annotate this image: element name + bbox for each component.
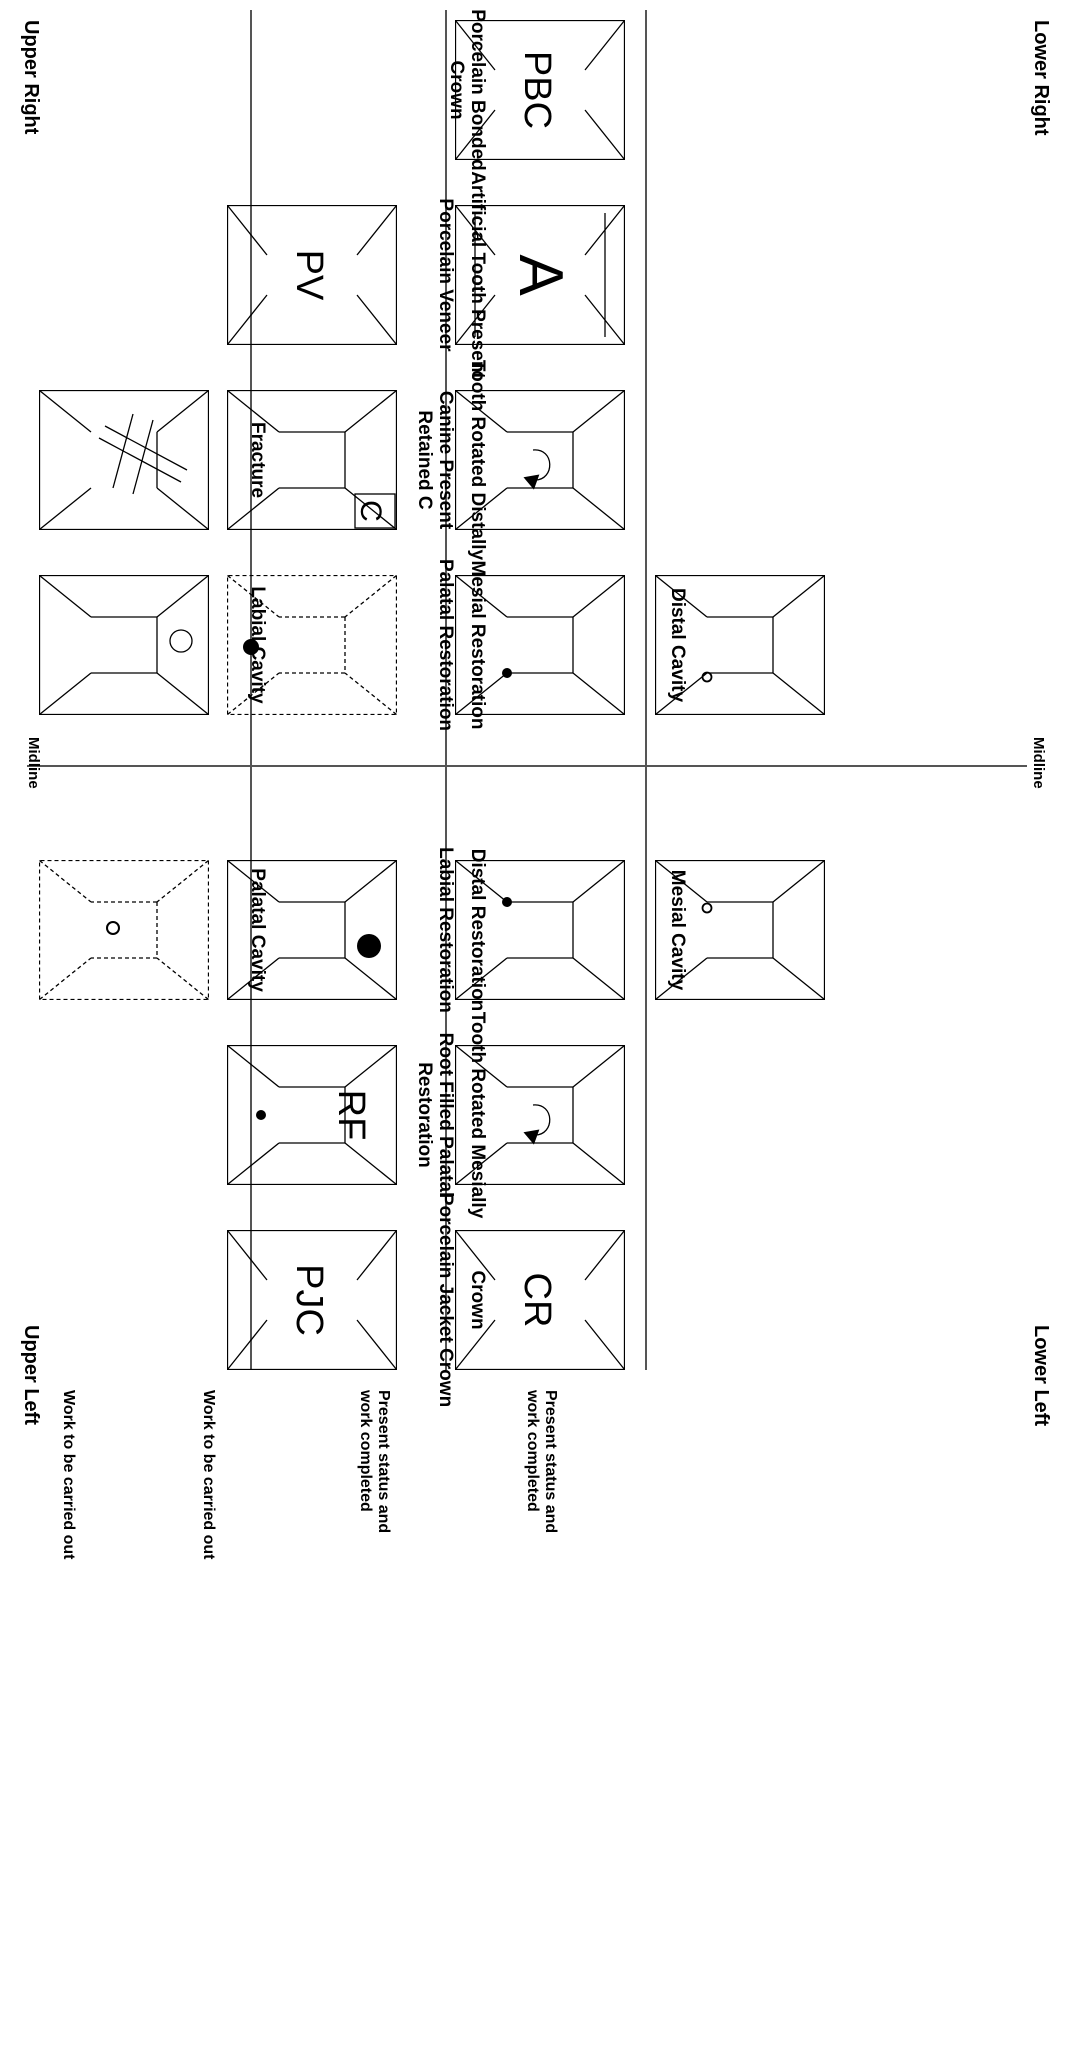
tooth-crown-cell: Crown CR — [455, 1230, 625, 1370]
tooth-distal-restoration-cell: Distal Restoration — [455, 849, 625, 1011]
tooth-root-filled-icon: RF — [227, 1045, 397, 1185]
crown-symbol: CR — [516, 1273, 558, 1328]
tooth-canine-cell: Canine Present Retained C C — [227, 390, 456, 530]
tooth-porcelain-jacket-crown-label: Porcelain Jacket Crown — [435, 1192, 456, 1408]
tooth-palatal-restoration-cell: Palatal Restoration — [227, 559, 456, 731]
tooth-palatal-restoration-icon — [227, 575, 397, 715]
tooth-canine-icon: C — [227, 390, 397, 530]
porcelain-veneer-symbol: PV — [288, 250, 330, 301]
tooth-mesial-cavity-icon — [655, 860, 825, 1000]
tooth-distal-restoration-icon — [455, 860, 625, 1000]
tooth-porcelain-veneer-icon: PV — [227, 205, 397, 345]
tooth-mesial-restoration-cell: Mesial Restoration — [455, 561, 625, 729]
upper-left-label: Upper Left — [20, 1325, 42, 1425]
tooth-root-filled-cell: Root Filled Palatal Restoration RF — [227, 1033, 456, 1197]
lower-left-label: Lower Left — [1030, 1325, 1052, 1427]
tooth-mesial-restoration-icon — [455, 575, 625, 715]
tooth-fracture-cell: Fracture — [39, 390, 268, 530]
tooth-crown-icon: CR — [455, 1230, 625, 1370]
row-label-1: Work to be carried out — [60, 1390, 77, 1560]
tooth-distal-cavity-icon — [655, 575, 825, 715]
tooth-palatal-cavity-cell: Palatal Cavity — [39, 860, 268, 1000]
tooth-labial-cavity-cell: Labial Cavity — [39, 575, 268, 715]
tooth-porcelain-jacket-crown-icon: PJC — [227, 1230, 397, 1370]
porcelain-jacket-crown-symbol: PJC — [288, 1264, 330, 1336]
tooth-mesial-cavity-cell: Mesial Cavity — [655, 860, 825, 1000]
row-label-4: Work to be carried out — [200, 1390, 217, 1560]
lower-right-label: Lower Right — [1030, 20, 1052, 136]
row-label-3: Present status and work completed — [356, 1390, 392, 1534]
tooth-fracture-icon — [39, 390, 209, 530]
canine-symbol: C — [354, 500, 387, 522]
tooth-porcelain-jacket-crown-cell: Porcelain Jacket Crown PJC — [227, 1193, 456, 1407]
tooth-rotated-distally-icon — [455, 390, 625, 530]
tooth-palatal-restoration-label: Palatal Restoration — [435, 558, 456, 732]
tooth-distal-cavity-cell: Distal Cavity — [655, 575, 825, 715]
tooth-rotated-distally-cell: Tooth Rotated Distally — [455, 360, 625, 560]
midline-label-bottom: Midline — [1030, 737, 1047, 789]
tooth-rotated-mesially-cell: Tooth Rotated Mesially — [455, 1012, 625, 1218]
tooth-palatal-cavity-icon — [39, 860, 209, 1000]
row-divider-1 — [645, 10, 647, 1370]
root-filled-symbol: RF — [330, 1090, 372, 1141]
tooth-labial-restoration-cell: Labial Restoration — [227, 847, 456, 1013]
tooth-porcelain-bonded-crown-icon: PBC — [455, 20, 625, 160]
upper-right-label: Upper Right — [20, 20, 42, 135]
midline-label-top: Midline — [25, 737, 42, 789]
row-label-2: Present status and work completed — [523, 1390, 559, 1534]
tooth-rotated-mesially-icon — [455, 1045, 625, 1185]
tooth-labial-cavity-icon — [39, 575, 209, 715]
artificial-symbol: A — [506, 254, 575, 296]
midline-divider — [27, 765, 1027, 767]
tooth-porcelain-veneer-cell: Porcelain Veneer PV — [227, 198, 456, 352]
tooth-porcelain-bonded-crown-cell: Porcelain Bonded Crown PBC — [446, 9, 625, 171]
porcelain-bonded-crown-symbol: PBC — [516, 51, 558, 129]
tooth-artificial-cell: Artificial Tooth Present A — [455, 171, 625, 379]
tooth-artificial-icon: A — [455, 205, 625, 345]
tooth-labial-restoration-icon — [227, 860, 397, 1000]
